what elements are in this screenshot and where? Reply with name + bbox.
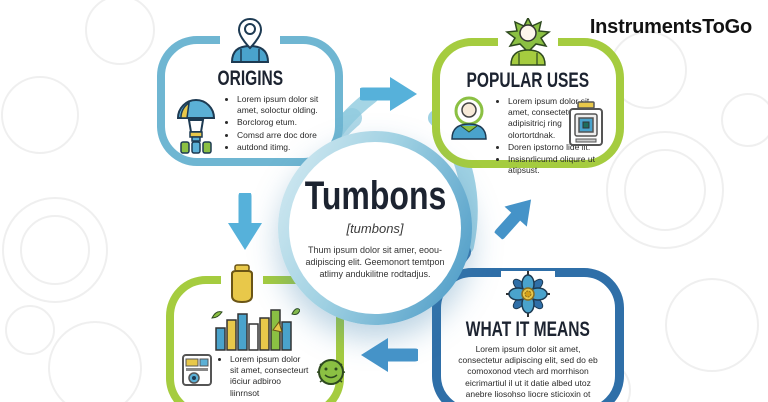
center-circle: Tumbons [tumbons] Thum ipsum dolor sit a…	[278, 131, 472, 325]
origins-box: ORIGINS Lorem ipsum dolor sit amet, solo…	[157, 16, 343, 166]
list-item: Lorem ipsum dolor sit amet, consecteurt …	[230, 354, 309, 399]
compass-flower-icon	[501, 271, 555, 317]
what-it-means-title: WHAT IT MEANS	[465, 318, 591, 341]
up-right-arrow-icon	[480, 184, 548, 253]
person-location-pin-icon	[220, 16, 280, 66]
list-item: autdond itimg.	[237, 142, 325, 153]
balloon-lamp-person-icon	[173, 94, 219, 159]
down-arrow-icon	[223, 189, 267, 258]
right-arrow-icon	[356, 72, 420, 121]
origins-title: ORIGINS	[217, 67, 283, 90]
list-item: Lorem ipsum dolor sit amet, soloctur old…	[237, 94, 325, 116]
left-arrow-icon	[354, 332, 422, 383]
bar-chart-icon	[174, 304, 336, 352]
what-it-means-body: Lorem ipsum dolor sit amet, consectetur …	[458, 344, 598, 402]
origins-bullets: Lorem ipsum dolor sit amet, soloctur old…	[224, 94, 325, 154]
list-item: Comsd arre doc dore	[237, 130, 325, 141]
brand-logo: InstrumentsToGo	[589, 16, 752, 38]
bug-icon	[314, 354, 348, 395]
popular-uses-title: POPULAR USES	[466, 69, 590, 92]
flower-person-icon	[498, 18, 558, 68]
jar-icon	[221, 264, 264, 304]
center-circle-content: Tumbons [tumbons] Thum ipsum dolor sit a…	[289, 142, 461, 314]
printer-icon	[182, 354, 212, 391]
list-item: Lorem ipsum dolor sit amet, consectetur …	[508, 96, 606, 141]
center-title: Tumbons	[304, 173, 446, 218]
popular-uses-box: POPULAR USES Lorem ipsum dolor sit amet,…	[432, 18, 624, 175]
examples-bullets: Lorem ipsum dolor sit amet, consecteurt …	[217, 354, 310, 402]
center-pronunciation: [tumbons]	[346, 220, 404, 236]
person-halo-icon	[448, 96, 490, 145]
what-it-means-box: WHAT IT MEANS Lorem ipsum dolor sit amet…	[432, 268, 624, 402]
popular-uses-bullets: Lorem ipsum dolor sit amet, consectetur …	[495, 96, 606, 178]
list-item: Insisiiinessonnspioirb ut toenumadliqut.	[230, 400, 310, 402]
camera-device-icon	[566, 101, 606, 154]
list-item: Insisnrlicumd oliqure ut atipsust.	[508, 154, 606, 176]
center-description: Thum ipsum dolor sit amer, eoou-adipisci…	[305, 244, 445, 280]
list-item: Borclorog etum.	[237, 117, 325, 128]
list-item: Doren ipstorno lide iit.	[508, 142, 606, 153]
